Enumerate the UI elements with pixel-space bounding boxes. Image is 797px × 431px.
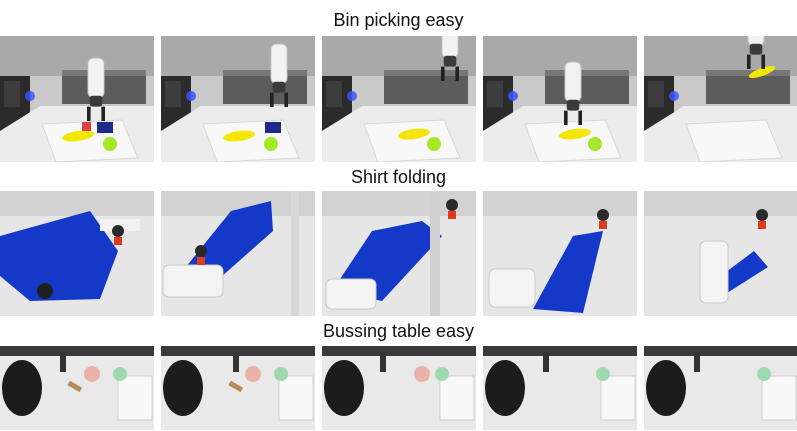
bussing-frame-3: [322, 346, 476, 430]
section-title-shirt-folding: Shirt folding: [350, 167, 447, 187]
bin-frame-1: [0, 36, 154, 162]
shirt-frame-5: [644, 191, 797, 316]
bin-frame-4-image: [483, 36, 637, 162]
shirt-frame-2: [161, 191, 315, 316]
bussing-frame-5: [644, 346, 797, 430]
bin-frame-5: [644, 36, 797, 162]
shirt-frame-4-image: [483, 191, 637, 316]
bin-frame-2: [161, 36, 315, 162]
section-title-bussing-table: Bussing table easy: [322, 321, 475, 341]
bin-frame-2-image: [161, 36, 315, 162]
section-title-bin-picking: Bin picking easy: [333, 10, 464, 30]
shirt-frame-2-image: [161, 191, 315, 316]
shirt-frame-5-image: [644, 191, 797, 316]
bin-frame-4: [483, 36, 637, 162]
shirt-frame-1: [0, 191, 154, 316]
bussing-frame-1: [0, 346, 154, 430]
bin-frame-5-image: [644, 36, 797, 162]
bussing-frame-1-image: [0, 346, 154, 430]
bin-frame-3-image: [322, 36, 476, 162]
bussing-frame-3-image: [322, 346, 476, 430]
bussing-frame-4-image: [483, 346, 637, 430]
shirt-frame-3-image: [322, 191, 476, 316]
shirt-frame-3: [322, 191, 476, 316]
bussing-frame-4: [483, 346, 637, 430]
shirt-frame-4: [483, 191, 637, 316]
bin-frame-3: [322, 36, 476, 162]
bussing-frame-5-image: [644, 346, 797, 430]
bussing-frame-2-image: [161, 346, 315, 430]
shirt-frame-1-image: [0, 191, 154, 316]
bussing-frame-2: [161, 346, 315, 430]
bin-frame-1-image: [0, 36, 154, 162]
